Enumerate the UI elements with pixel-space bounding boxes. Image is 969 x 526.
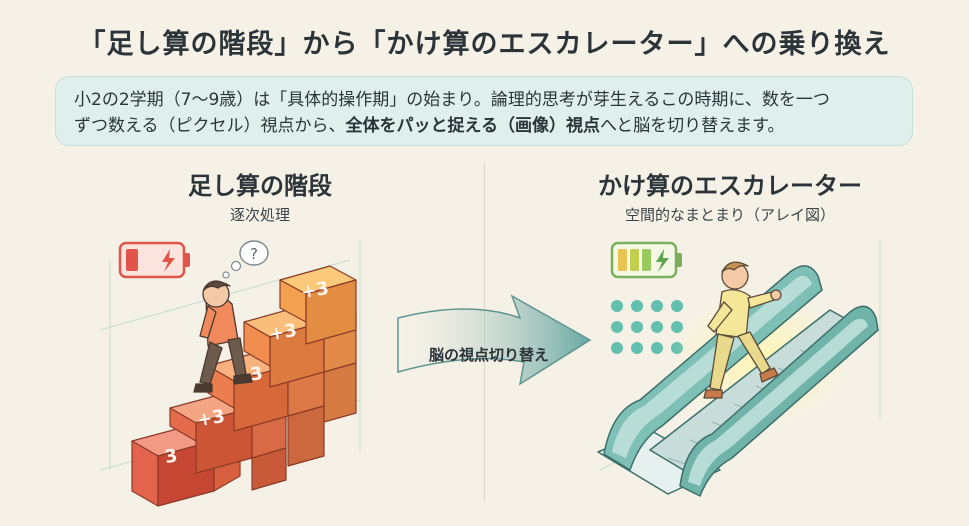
lightning-icon: [656, 249, 669, 272]
intro-box: 小2の2学期（7〜9歳）は「具体的操作期」の始まり。論理的思考が芽生えるこの時期…: [55, 76, 913, 146]
left-panel-subtitle: 逐次処理: [229, 206, 290, 224]
battery-low-icon: [118, 241, 190, 279]
page-title: 「足し算の階段」から「かけ算のエスカレーター」への乗り換え: [78, 29, 891, 60]
battery-full-icon: [610, 241, 682, 279]
arrow-label: 脳の視点切り替え: [428, 346, 549, 364]
lightning-icon: [162, 249, 175, 272]
block-label-2: +3: [196, 406, 227, 431]
tired-person: [193, 280, 253, 393]
block-step-5: +3: [279, 265, 357, 345]
intro-line-2-bold: 全体をパッと捉える（画像）視点: [345, 116, 601, 136]
block-label-1: 3: [163, 445, 179, 468]
intro-line-2-end: へと脳を切り替えます。: [600, 116, 785, 136]
intro-line-1: 小2の2学期（7〜9歳）は「具体的操作期」の始まり。論理的思考が芽生えるこの時期…: [74, 90, 830, 110]
thought-bubble-icon: ?: [222, 240, 269, 279]
left-panel-title: 足し算の階段: [188, 172, 332, 200]
climbing-person: [703, 261, 782, 399]
perspective-switch-arrow: [397, 294, 592, 386]
staircase: 3 +3 +3 +3: [131, 265, 357, 507]
intro-line-2-start: ずつ数える（ピクセル）視点から、: [74, 116, 346, 136]
block-label-4: +3: [268, 320, 299, 345]
right-panel-title: かけ算のエスカレーター: [598, 172, 862, 200]
right-panel-subtitle: 空間的なまとまり（アレイ図）: [624, 206, 835, 224]
block-label-5: +3: [300, 278, 331, 303]
thought-question-mark: ?: [250, 245, 258, 263]
intro-line-2: ずつ数える（ピクセル）視点から、全体をパッと捉える（画像）視点へと脳を切り替えま…: [74, 113, 894, 139]
